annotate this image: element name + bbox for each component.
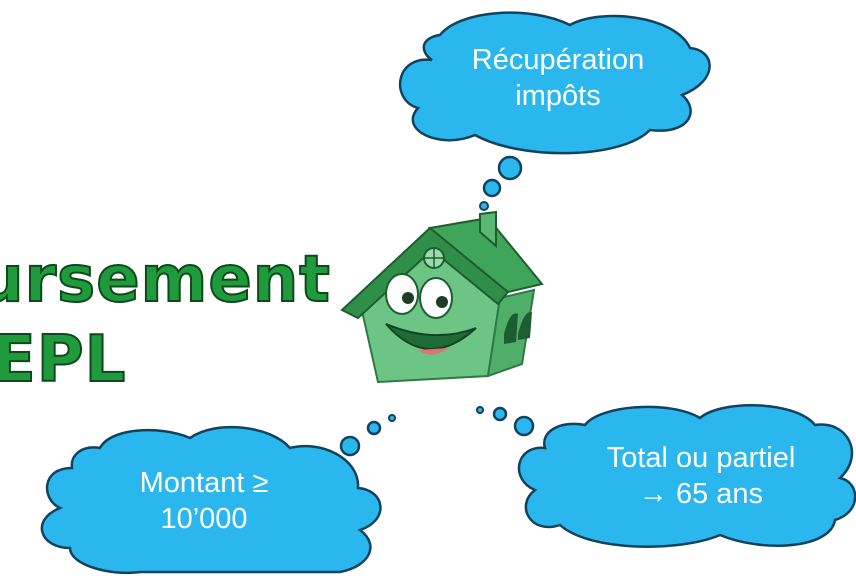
house-side-window: [504, 313, 518, 344]
thought-dot-top-1: [497, 155, 523, 181]
title-line-2: EPL: [0, 323, 127, 397]
thought-dot-right-2: [492, 406, 508, 422]
thought-dot-top-2: [482, 178, 502, 198]
thought-dot-top-3: [479, 201, 489, 211]
thought-dot-left-3: [388, 414, 396, 422]
bubble-total-partiel-line2: → 65 ans: [638, 478, 764, 510]
bubble-recuperation: Récupération impôts: [430, 42, 686, 114]
cloud-recuperation-impots: [398, 11, 711, 155]
title-line-1: ursement: [0, 243, 331, 317]
thought-dot-right-1: [476, 406, 484, 414]
bubble-total-partiel: Total ou partiel → 65 ans: [556, 440, 846, 512]
bubble-recuperation-line1: Récupération: [471, 44, 645, 76]
bubble-montant: Montant ≥ 10’000: [86, 465, 322, 537]
bubble-total-partiel-line1: Total ou partiel: [606, 442, 796, 474]
house-roof-side: [427, 216, 544, 294]
house-chimney: [479, 210, 497, 249]
bubble-recuperation-line2: impôts: [515, 80, 601, 112]
bubble-montant-line1: Montant ≥: [139, 467, 269, 499]
cloud-total-partiel: [517, 404, 856, 548]
house-eye-right: [419, 277, 453, 319]
house-eye-left: [385, 273, 419, 315]
bubble-montant-line2: 10’000: [160, 503, 248, 535]
thought-dot-left-1: [339, 435, 361, 457]
cloud-montant: [40, 425, 382, 575]
thought-dot-left-2: [366, 420, 382, 436]
thought-dot-right-3: [513, 415, 535, 437]
smiling-house-icon: [340, 210, 544, 384]
house-mouth: [385, 323, 477, 350]
